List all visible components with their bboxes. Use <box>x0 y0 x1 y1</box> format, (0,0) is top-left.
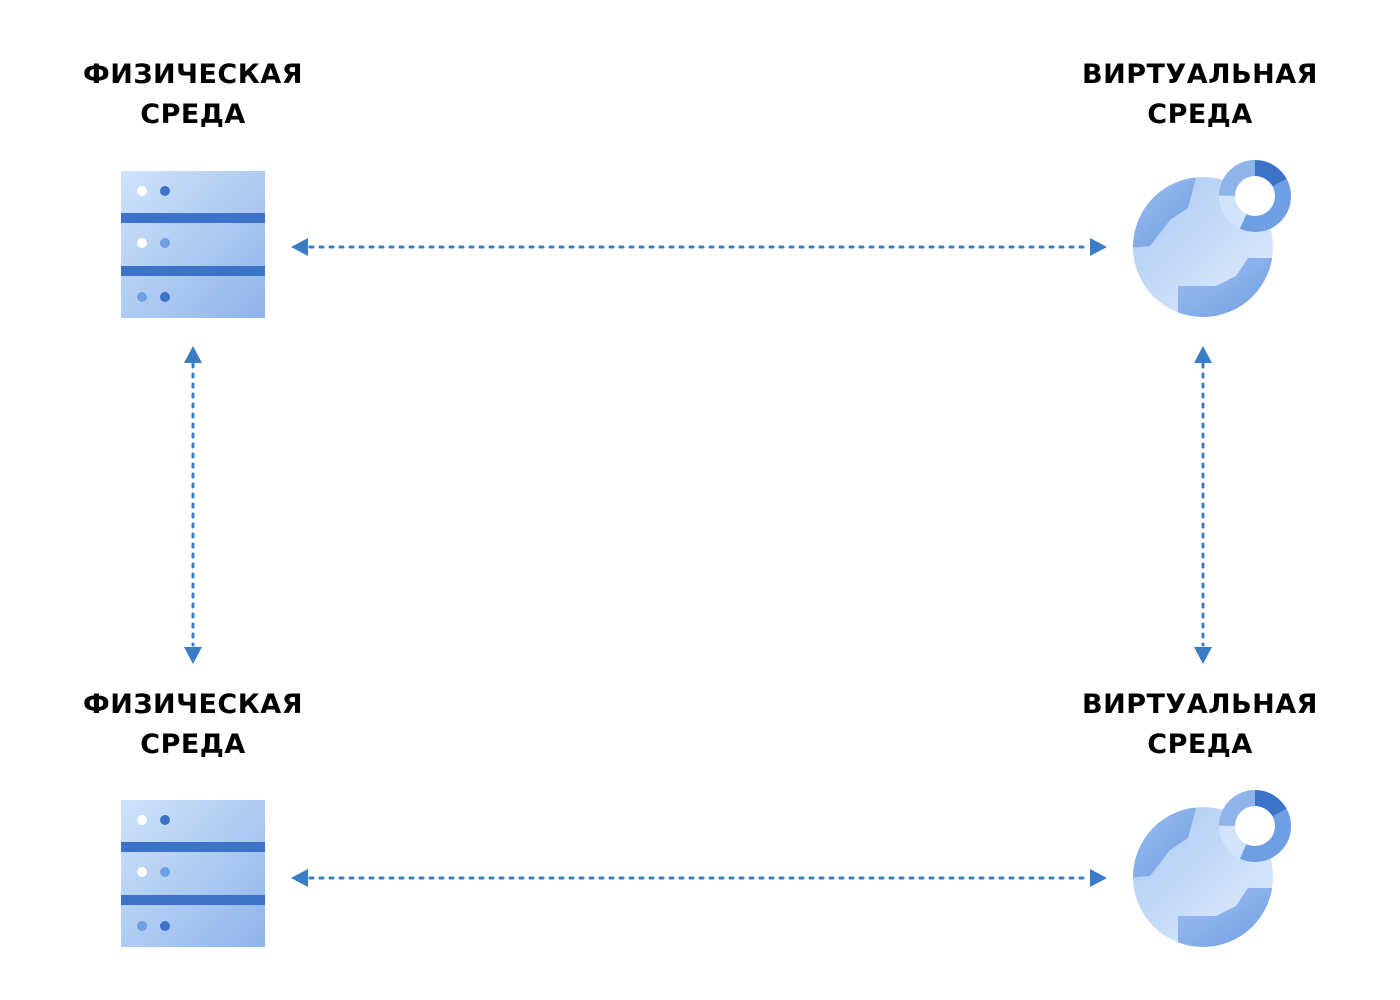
globe-cloud-icon <box>1133 160 1291 317</box>
arrowhead-left-icon <box>291 238 308 256</box>
arrowhead-left-icon <box>291 869 308 887</box>
label-virtual-top: ВИРТУАЛЬНАЯ СРЕДА <box>1050 55 1350 135</box>
label-line: ФИЗИЧЕСКАЯ <box>83 59 303 90</box>
arrow-left-vertical <box>184 346 202 664</box>
arrow-right-vertical <box>1194 346 1212 664</box>
arrowhead-right-icon <box>1090 238 1107 256</box>
ring-icon <box>1219 790 1291 862</box>
ring-icon <box>1219 160 1291 232</box>
label-line: ФИЗИЧЕСКАЯ <box>83 689 303 720</box>
label-virtual-bottom: ВИРТУАЛЬНАЯ СРЕДА <box>1050 685 1350 765</box>
arrow-top-horizontal <box>291 238 1107 256</box>
globe-cloud-icon <box>1133 790 1291 947</box>
label-line: ВИРТУАЛЬНАЯ <box>1082 59 1318 90</box>
arrow-bottom-horizontal <box>291 869 1107 887</box>
arrowhead-right-icon <box>1090 869 1107 887</box>
server-icon <box>121 171 265 318</box>
label-line: СРЕДА <box>140 99 246 130</box>
label-line: СРЕДА <box>1147 729 1253 760</box>
arrowhead-up-icon <box>184 346 202 363</box>
label-physical-top: ФИЗИЧЕСКАЯ СРЕДА <box>43 55 343 135</box>
label-line: СРЕДА <box>1147 99 1253 130</box>
arrowhead-down-icon <box>1194 647 1212 664</box>
label-line: ВИРТУАЛЬНАЯ <box>1082 689 1318 720</box>
server-icon <box>121 800 265 947</box>
label-line: СРЕДА <box>140 729 246 760</box>
arrowhead-up-icon <box>1194 346 1212 363</box>
label-physical-bottom: ФИЗИЧЕСКАЯ СРЕДА <box>43 685 343 765</box>
arrowhead-down-icon <box>184 647 202 664</box>
